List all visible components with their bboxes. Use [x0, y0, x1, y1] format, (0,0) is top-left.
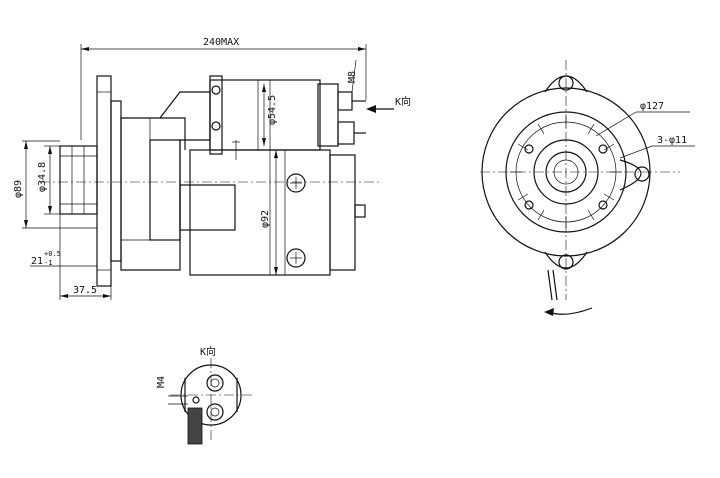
offset-label: 21 [31, 256, 43, 267]
holes-label: 3-φ11 [657, 135, 687, 146]
overall-length-label: 240MAX [203, 37, 239, 48]
offset-tol-upper: +0.5 [44, 250, 61, 258]
m8-thread-label: M8 [347, 71, 358, 83]
view-k-arrow-label: K向 [395, 95, 411, 108]
front-view: φ127 3-φ11 [480, 60, 695, 316]
bolt-circle-label: φ127 [640, 101, 664, 112]
pinion-dia-label: φ34.8 [37, 162, 48, 192]
side-view: 240MAX [13, 37, 411, 300]
solenoid-dia-label: φ54.5 [267, 95, 278, 125]
flange-dia-label: φ89 [13, 180, 24, 198]
view-k: K向 M4 [156, 345, 252, 445]
offset-tol-lower: -1 [44, 259, 52, 267]
motor-dia-label: φ92 [260, 210, 271, 228]
m4-thread-label: M4 [156, 376, 167, 388]
view-k-title: K向 [200, 345, 216, 358]
flange-depth-label: 37.5 [73, 285, 97, 296]
